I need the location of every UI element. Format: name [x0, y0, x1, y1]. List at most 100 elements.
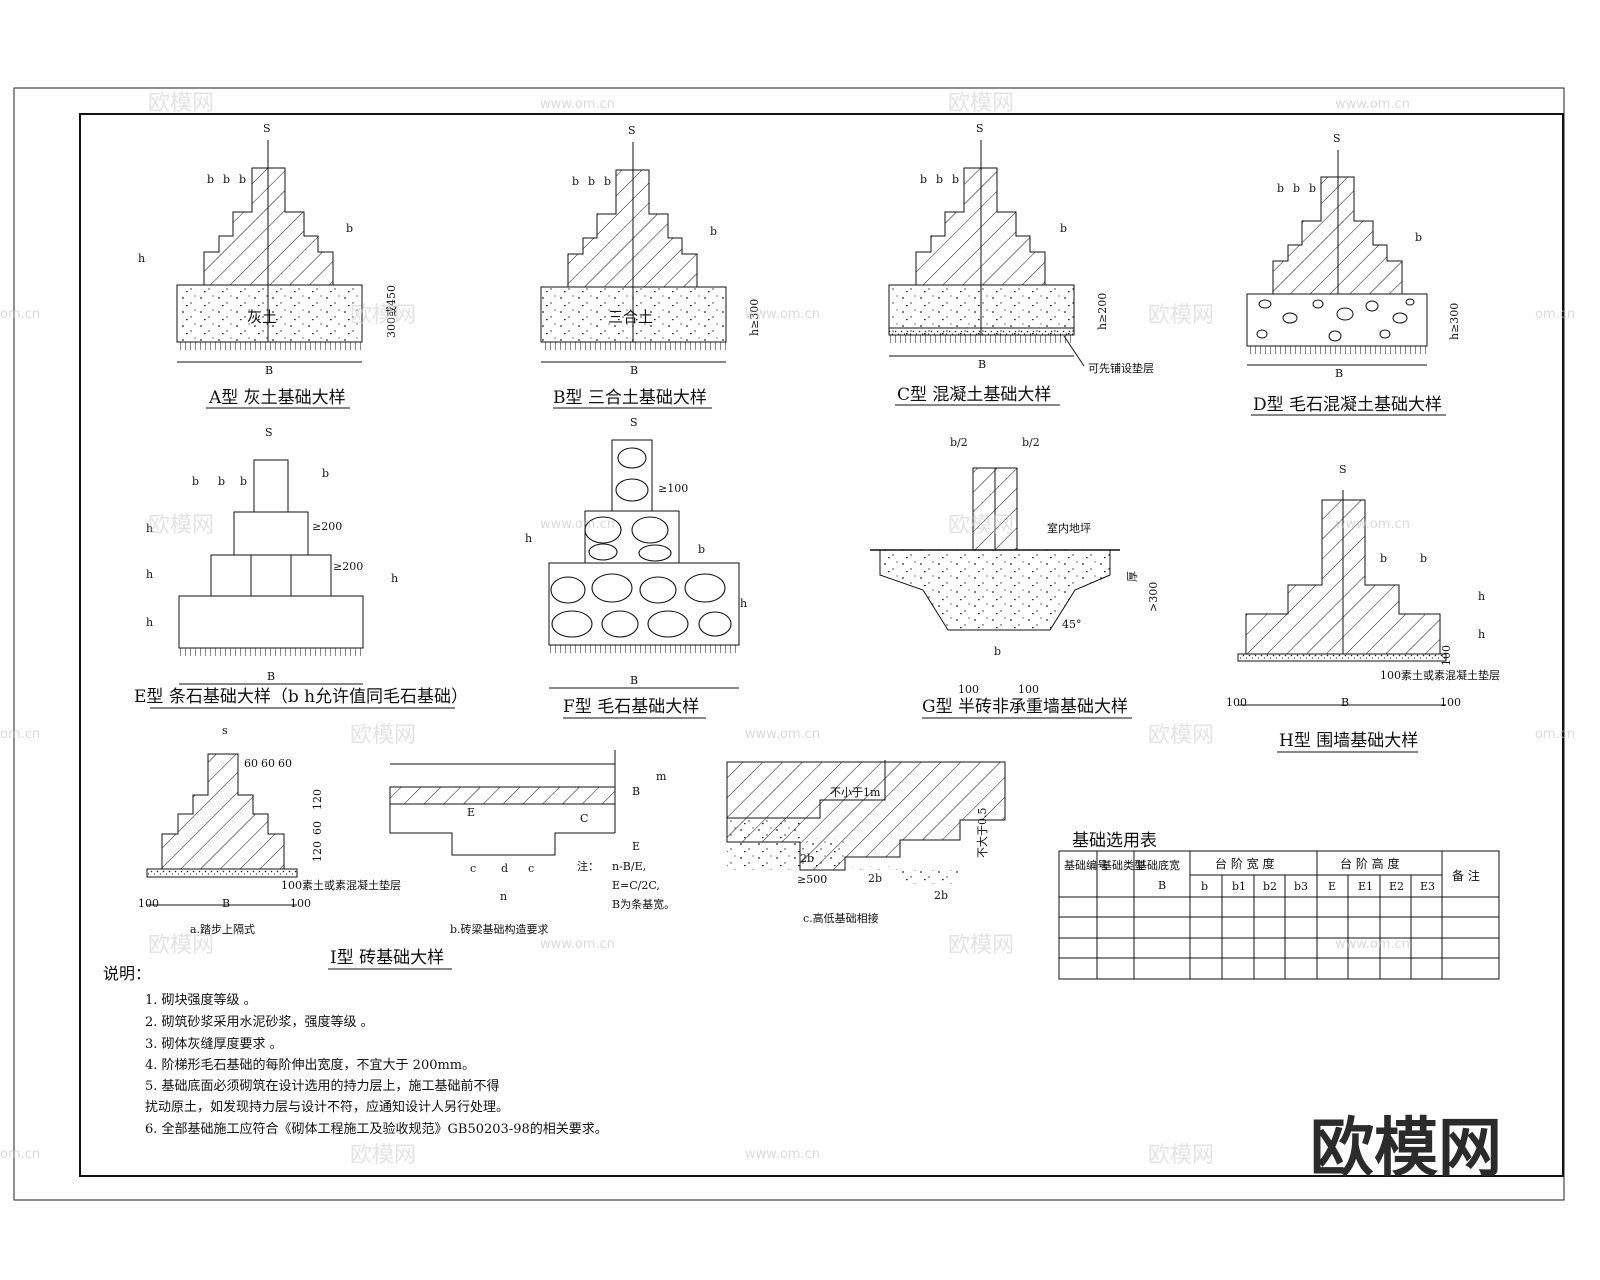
detail-b-b1: b: [572, 175, 579, 188]
detail-a-b1: b: [207, 173, 214, 186]
detail-ib-n: n: [500, 890, 507, 903]
detail-ib-c1: c: [470, 862, 476, 875]
detail-f-caption: F型 毛石基础大样: [563, 697, 699, 717]
wm-brand-12: 欧模网: [1148, 1143, 1214, 1168]
detail-h-width: B: [1341, 696, 1349, 709]
detail-e-min1: ≥200: [312, 520, 342, 533]
detail-b-b3: b: [604, 175, 611, 188]
detail-ib-cc: C: [580, 812, 588, 825]
detail-a: 灰土 S b b b b h 300或450 B A型 灰土基础大样: [138, 122, 398, 409]
detail-b-depth: h≥300: [748, 299, 761, 336]
detail-h-pad: 100: [1440, 645, 1453, 666]
detail-f-width: B: [630, 674, 638, 687]
table-sub-e2: E2: [1389, 880, 1404, 893]
detail-e-h2: h: [146, 568, 153, 581]
detail-g-floor: 室内地坪: [1047, 521, 1091, 535]
detail-ic-l4: 2b: [934, 889, 948, 902]
detail-ic-l2: 2b: [800, 852, 814, 865]
table-sub-e1: E1: [1358, 880, 1373, 893]
detail-h-note: 100素土或素混凝土垫层: [1380, 668, 1500, 682]
detail-h-s: S: [1339, 463, 1347, 476]
wm-short-5: om.cn: [0, 1147, 40, 1162]
detail-ia-width: B: [222, 897, 230, 910]
detail-ia-v2: 60: [311, 821, 324, 835]
table-h-2: 基础类型: [1101, 858, 1145, 872]
detail-h-m2: 100: [1440, 696, 1461, 709]
detail-g-caption: G型 半砖非承重墙基础大样: [922, 697, 1128, 717]
inner-border: [79, 113, 1564, 1177]
detail-a-caption: A型 灰土基础大样: [208, 388, 346, 408]
detail-d-width: B: [1335, 367, 1343, 380]
detail-ia-m2: 100: [290, 897, 311, 910]
detail-f-h2: h: [740, 597, 747, 610]
detail-f-b: b: [698, 543, 705, 556]
detail-e-caption: E型 条石基础大样（b h允许值同毛石基础）: [134, 687, 468, 707]
detail-e-b1: b: [192, 475, 199, 488]
detail-ia-d3: 60: [278, 757, 292, 770]
detail-ib-note1: 注：: [577, 859, 599, 873]
wm-brand-4: 欧模网: [1148, 303, 1214, 328]
detail-ia-d1: 60: [244, 757, 258, 770]
table-h-3: 基础底宽: [1136, 858, 1180, 872]
detail-ib-e2: E: [632, 840, 640, 853]
wm-site-9: www.om.cn: [745, 1147, 820, 1162]
detail-h: S b b h h 100 100素土或素混凝土垫层 100 B 100 H型 …: [1226, 463, 1500, 753]
detail-ib-d: d: [501, 862, 508, 875]
detail-ib-c2: c: [528, 862, 534, 875]
wm-brand-11: 欧模网: [350, 1143, 416, 1168]
detail-h-b1: b: [1420, 552, 1427, 565]
detail-ic-caption: c.高低基础相接: [803, 911, 879, 925]
detail-g-depth: >300: [1147, 582, 1160, 612]
detail-h-caption: H型 围墙基础大样: [1279, 731, 1418, 751]
detail-e-width: B: [267, 670, 275, 683]
table-group-height: 台 阶 高 度: [1340, 856, 1399, 871]
table-sub-b2: b2: [1263, 880, 1277, 893]
wm-brand-2: 欧模网: [948, 91, 1014, 116]
detail-ib-b: B: [632, 785, 640, 798]
detail-e-b3: b: [240, 475, 247, 488]
detail-ia-v1: 120: [311, 789, 324, 810]
detail-c-b3: b: [952, 173, 959, 186]
detail-f-h: h: [525, 532, 532, 545]
detail-d: S b b b b h≥300 B D型 毛石混凝土基础大样: [1246, 132, 1461, 416]
wm-site-5: www.om.cn: [1335, 517, 1410, 532]
detail-ia: s 60 60 60 120 60 120 100素土或素混凝土垫层 100 B…: [138, 724, 401, 936]
wm-site-7: www.om.cn: [540, 937, 615, 952]
note-2: 2. 砌筑砂浆采用水泥砂浆，强度等级 。: [145, 1014, 374, 1030]
detail-d-b1: b: [1277, 182, 1284, 195]
note-6: 6. 全部基础施工应符合《砌体工程施工及验收规范》GB50203-98的相关要求…: [145, 1121, 608, 1137]
detail-ia-v3: 120: [311, 841, 324, 862]
wm-brand-7: 欧模网: [350, 723, 416, 748]
wm-short-1: om.cn: [0, 307, 40, 322]
detail-a-h: h: [138, 252, 145, 265]
table-sub-b1: b1: [1232, 880, 1246, 893]
wm-brand-1: 欧模网: [148, 91, 214, 116]
detail-g: b/2 b/2 室内地坪 >300 厚 45° b 100 100 G型 半砖非…: [870, 436, 1160, 719]
detail-c-note: 可先铺设垫层: [1088, 361, 1154, 375]
wm-brand-6: 欧模网: [948, 513, 1014, 538]
table-h-1: 基础编号: [1064, 858, 1108, 872]
detail-a-b: b: [346, 222, 353, 235]
note-1: 1. 砌块强度等级 。: [145, 992, 257, 1008]
detail-f: S ≥100 b h h B F型 毛石基础大样: [525, 416, 747, 719]
wm-short-4: om.cn: [1535, 727, 1575, 742]
detail-c-b1: b: [920, 173, 927, 186]
detail-ib: E C B m E c d c n 注： n-B/E, E=C/2C, B为条基…: [389, 750, 675, 936]
detail-ia-note: 100素土或素混凝土垫层: [281, 878, 401, 892]
detail-a-width: B: [265, 364, 273, 377]
detail-ib-caption: b.砖梁基础构造要求: [450, 922, 549, 936]
detail-ic-l5: ≥500: [797, 873, 827, 886]
detail-h-b2: b: [1380, 552, 1387, 565]
table-sub-b3: b3: [1294, 880, 1308, 893]
detail-e-min2: ≥200: [333, 560, 363, 573]
detail-a-material: 灰土: [247, 308, 277, 326]
detail-ic-l3: 2b: [868, 872, 882, 885]
note-5-cont: 扰动原土，如发现持力层与设计不符，应通知设计人另行处理。: [145, 1099, 509, 1115]
detail-d-b3: b: [1309, 182, 1316, 195]
detail-b-material: 三合土: [608, 308, 653, 326]
detail-e-h: h: [391, 572, 398, 585]
detail-ic-l1: 不小于1m: [830, 786, 881, 799]
notes-title: 说明：: [103, 964, 151, 983]
detail-ib-note4: B为条基宽。: [612, 897, 675, 911]
wm-site-6: www.om.cn: [745, 727, 820, 742]
